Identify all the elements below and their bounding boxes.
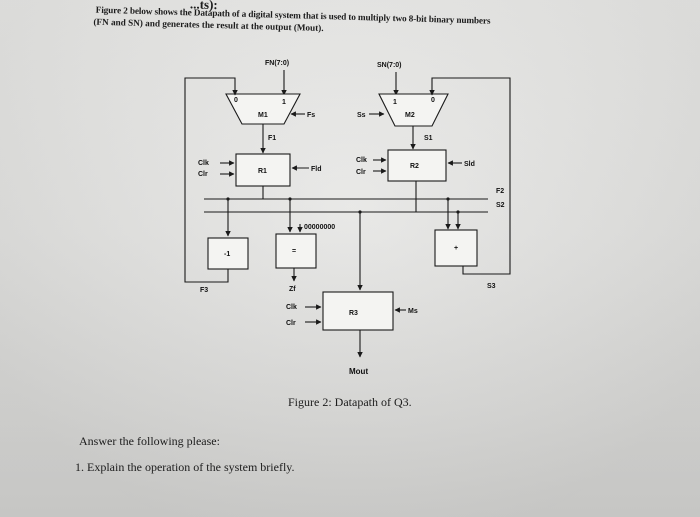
m2-in1-label: 1 — [393, 99, 397, 106]
junction-dot — [446, 197, 450, 201]
m2-mux — [378, 93, 449, 127]
decrement-unit — [207, 237, 249, 270]
fld-label: Fld — [311, 166, 322, 173]
junction-dot — [358, 210, 362, 214]
r2-clr-label: Clr — [356, 169, 366, 176]
fn-input-label: FN(7:0) — [265, 60, 289, 67]
zf-label: Zf — [289, 286, 296, 293]
fs-select-label: Fs — [307, 112, 315, 119]
m1-in0-label: 0 — [234, 97, 238, 104]
answer-prompt: Answer the following please: — [79, 434, 220, 448]
ss-select-label: Ss — [357, 112, 366, 119]
r1-clk-label: Clk — [198, 160, 209, 167]
s3-feedback-line — [429, 77, 511, 275]
m1-label: M1 — [258, 112, 268, 119]
r1-clr-label: Clr — [198, 171, 208, 178]
adder-symbol: + — [454, 245, 458, 252]
comparator-symbol: = — [292, 248, 296, 255]
m2-in0-label: 0 — [431, 97, 435, 104]
f1-label: F1 — [268, 135, 276, 142]
r2-register — [387, 149, 447, 182]
r1-register — [235, 153, 291, 187]
decrement-symbol: -1 — [224, 251, 230, 258]
s2-label: S2 — [496, 202, 505, 209]
mout-label: Mout — [349, 367, 368, 376]
f3-label: F3 — [200, 287, 208, 294]
r1-label: R1 — [258, 168, 267, 175]
junction-dot — [456, 210, 460, 214]
figure-caption: Figure 2: Datapath of Q3. — [288, 395, 412, 409]
r3-clr-label: Clr — [286, 320, 296, 327]
junction-dot — [226, 197, 230, 201]
s3-label: S3 — [487, 283, 496, 290]
r2-clk-label: Clk — [356, 157, 367, 164]
r3-clk-label: Clk — [286, 304, 297, 311]
junction-dot — [288, 197, 292, 201]
r3-label: R3 — [349, 310, 358, 317]
m1-in1-label: 1 — [282, 99, 286, 106]
adder-unit — [434, 229, 478, 267]
m2-label: M2 — [405, 112, 415, 119]
f2-label: F2 — [496, 188, 504, 195]
r3-register — [322, 291, 394, 331]
zero-comparator — [275, 233, 317, 269]
ms-label: Ms — [408, 308, 418, 315]
m1-mux — [225, 93, 301, 125]
f3-feedback-line — [184, 77, 238, 283]
s1-label: S1 — [424, 135, 433, 142]
sn-input-label: SN(7:0) — [377, 62, 402, 69]
r2-label: R2 — [410, 163, 419, 170]
const-label: 00000000 — [304, 224, 335, 231]
sld-label: Sld — [464, 161, 475, 168]
question-item-1: 1. Explain the operation of the system b… — [75, 460, 295, 474]
